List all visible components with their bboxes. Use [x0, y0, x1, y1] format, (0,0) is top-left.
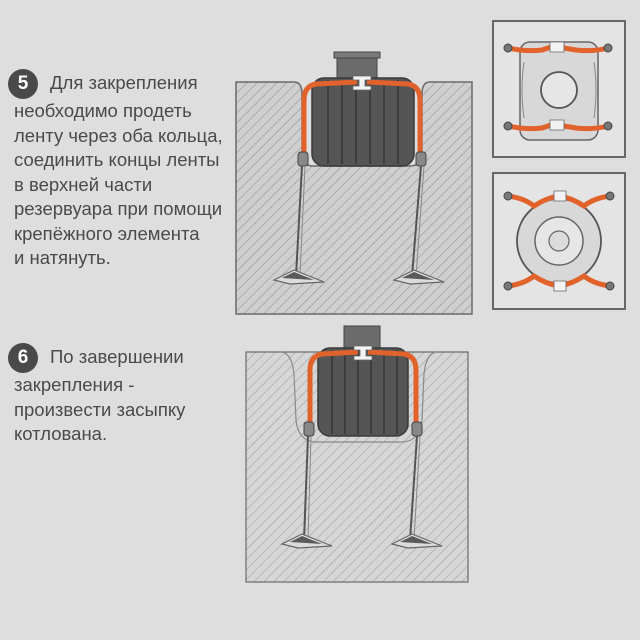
step-6-number-badge: 6	[8, 343, 38, 373]
strap-left	[301, 79, 358, 154]
strap-side-view-inset	[492, 20, 626, 158]
strap-right	[366, 79, 423, 154]
upper-fastener	[549, 41, 565, 53]
strap-right	[367, 349, 419, 424]
right-anchor-ring	[415, 151, 427, 167]
strap-end-view-drawing	[503, 190, 615, 292]
upper-fastener	[553, 190, 567, 202]
anchored-tank-pit-diagram	[235, 51, 473, 315]
tank-neck-rim	[333, 51, 381, 59]
lower-fastener	[549, 119, 565, 131]
left-anchor-ring	[303, 421, 315, 437]
step-5-line-7: крепёжного элемента	[14, 222, 200, 244]
left-anchor-ring	[297, 151, 309, 167]
right-anchor-cable	[409, 435, 418, 541]
strap-end-view-inset	[492, 172, 626, 310]
step-5-line-2: необходимо продеть	[14, 100, 192, 121]
strap-side-view-drawing	[503, 41, 613, 141]
step-5-line-3: ленту через оба кольца,	[14, 124, 223, 146]
step-6-line-2: закрепления -	[14, 374, 135, 395]
left-anchor-cable	[303, 435, 309, 541]
right-anchor-cable	[411, 165, 422, 277]
backfilled-pit-diagram	[245, 325, 469, 583]
step-6-line-3: произвести засыпку	[14, 398, 186, 420]
right-anchor-ring	[411, 421, 423, 437]
step-6-line-4: котлована.	[14, 423, 108, 444]
strap-left	[307, 349, 359, 424]
step-5-line-6: резервуара при помощи	[14, 198, 223, 219]
strap-fastener	[353, 345, 373, 361]
step-5-number-badge: 5	[8, 69, 38, 99]
strap-fastener	[352, 75, 372, 91]
step-5-line-8: и натянуть.	[14, 247, 111, 268]
lower-fastener	[553, 280, 567, 292]
step-5-line-5: в верхней части	[14, 173, 153, 195]
step-5-line-4: соединить концы ленты	[14, 149, 220, 170]
pit-outline	[281, 351, 437, 443]
left-anchor-cable	[295, 165, 303, 277]
